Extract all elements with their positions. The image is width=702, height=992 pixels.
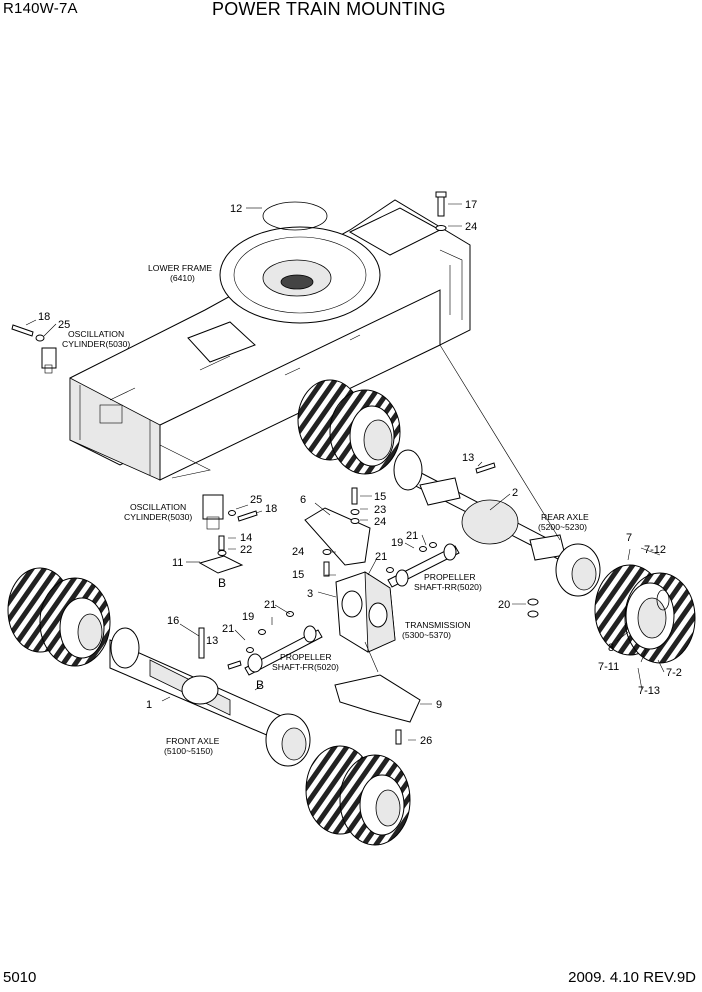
callout-22: 22 — [240, 544, 252, 556]
caption-transmission-1: TRANSMISSION — [405, 620, 470, 630]
caption-rear-axle-2: (5200~5230) — [538, 522, 587, 532]
callout-17: 17 — [465, 199, 477, 211]
bolt-26 — [395, 729, 402, 745]
callout-15-bottom: 15 — [292, 569, 304, 581]
model-code: R140W-7A — [3, 0, 78, 17]
oscillation-cylinder-mid — [202, 494, 224, 530]
propeller-shaft-fr — [244, 611, 323, 676]
bolt-15-top — [351, 487, 358, 505]
bolt-14 — [218, 535, 225, 551]
callout-9: 9 — [436, 699, 442, 711]
callout-21-fr: 21 — [222, 623, 234, 635]
bracket-11 — [198, 555, 244, 574]
callout-7-12: 7-12 — [644, 544, 666, 556]
callout-19-fr: 19 — [242, 611, 254, 623]
front-axle — [109, 627, 311, 767]
caption-lower-frame-2: (6410) — [170, 273, 195, 283]
callout-25-left: 25 — [58, 319, 70, 331]
caption-front-axle-2: (5100~5150) — [164, 746, 213, 756]
bolt-13-rear — [475, 462, 496, 474]
callout-19-rr: 19 — [391, 537, 403, 549]
callout-24-top: 24 — [465, 221, 477, 233]
nut-20 — [527, 598, 539, 618]
bolt-13-front — [227, 660, 242, 670]
callout-numbers: 12 17 24 18 25 13 2 6 25 18 15 23 24 14 … — [38, 199, 682, 747]
callout-7: 7 — [626, 532, 632, 544]
callout-24-mid: 24 — [292, 546, 304, 558]
callout-23: 23 — [374, 504, 386, 516]
rear-right-tire-pair — [594, 564, 696, 664]
caption-lower-frame-1: LOWER FRAME — [148, 263, 212, 273]
caption-rear-axle-1: REAR AXLE — [541, 512, 589, 522]
oscillation-cylinder-top — [41, 347, 57, 374]
section-marker-b-2: B — [256, 678, 264, 692]
callout-12: 12 — [230, 203, 242, 215]
callout-11: 11 — [172, 557, 183, 569]
callout-26: 26 — [420, 735, 432, 747]
callout-18-mid: 18 — [265, 503, 277, 515]
bracket-9 — [334, 674, 421, 723]
callout-1: 1 — [146, 699, 152, 711]
callout-15-top: 15 — [374, 491, 386, 503]
caption-prop-fr-2: SHAFT-FR(5020) — [272, 662, 339, 672]
callout-13-rear: 13 — [462, 452, 474, 464]
caption-osc-mid-1: OSCILLATION — [130, 502, 186, 512]
callout-2: 2 — [512, 487, 518, 499]
callout-7-2: 7-2 — [666, 667, 682, 679]
callout-13-front: 13 — [206, 635, 218, 647]
washer-24-mid — [322, 549, 332, 555]
bolt-15-bottom — [323, 561, 330, 577]
caption-osc-mid-2: CYLINDER(5030) — [124, 512, 192, 522]
bracket-6 — [304, 507, 371, 566]
seal-ring-12 — [262, 201, 328, 231]
caption-osc-top-2: CYLINDER(5030) — [62, 339, 130, 349]
leader-lines — [25, 203, 665, 741]
bolt-17 — [435, 191, 447, 231]
callout-21-rr: 21 — [406, 530, 418, 542]
front-left-tire-pair — [7, 567, 111, 667]
bolt-16 — [198, 627, 205, 659]
propeller-shaft-rr — [386, 542, 460, 588]
callout-14: 14 — [240, 532, 252, 544]
callout-18-left: 18 — [38, 311, 50, 323]
callout-21-fr-top: 21 — [264, 599, 276, 611]
bolt-18-left — [11, 324, 45, 342]
rear-left-tire-pair — [297, 379, 401, 475]
callout-24-mid-right: 24 — [374, 516, 386, 528]
callout-16: 16 — [167, 615, 179, 627]
callout-20: 20 — [498, 599, 510, 611]
assembly-captions: LOWER FRAME (6410) OSCILLATION CYLINDER(… — [62, 263, 589, 756]
callout-25-mid: 25 — [250, 494, 262, 506]
caption-prop-rr-1: PROPELLER — [424, 572, 476, 582]
callout-3: 3 — [307, 588, 313, 600]
bolt-18-mid — [237, 510, 258, 522]
callout-21-trans: 21 — [375, 551, 387, 563]
front-right-tire-pair — [305, 745, 411, 846]
rear-axle — [393, 449, 601, 597]
caption-osc-top-1: OSCILLATION — [68, 329, 124, 339]
lower-frame — [69, 199, 471, 481]
caption-transmission-2: (5300~5370) — [402, 630, 451, 640]
page-number: 5010 — [3, 969, 37, 986]
washer-25 — [228, 510, 236, 516]
transmission — [335, 571, 396, 653]
callout-8: 8 — [608, 642, 614, 654]
caption-front-axle-1: FRONT AXLE — [166, 736, 220, 746]
callout-7-13: 7-13 — [638, 685, 660, 697]
callout-6: 6 — [300, 494, 306, 506]
section-marker-b-1: B — [218, 576, 226, 590]
washer-22 — [217, 550, 227, 556]
caption-prop-fr-1: PROPELLER — [280, 652, 332, 662]
callout-7-11: 7-11 — [598, 661, 619, 673]
caption-prop-rr-2: SHAFT-RR(5020) — [414, 582, 482, 592]
revision-date: 2009. 4.10 REV.9D — [568, 969, 696, 986]
page-title: POWER TRAIN MOUNTING — [212, 0, 446, 19]
